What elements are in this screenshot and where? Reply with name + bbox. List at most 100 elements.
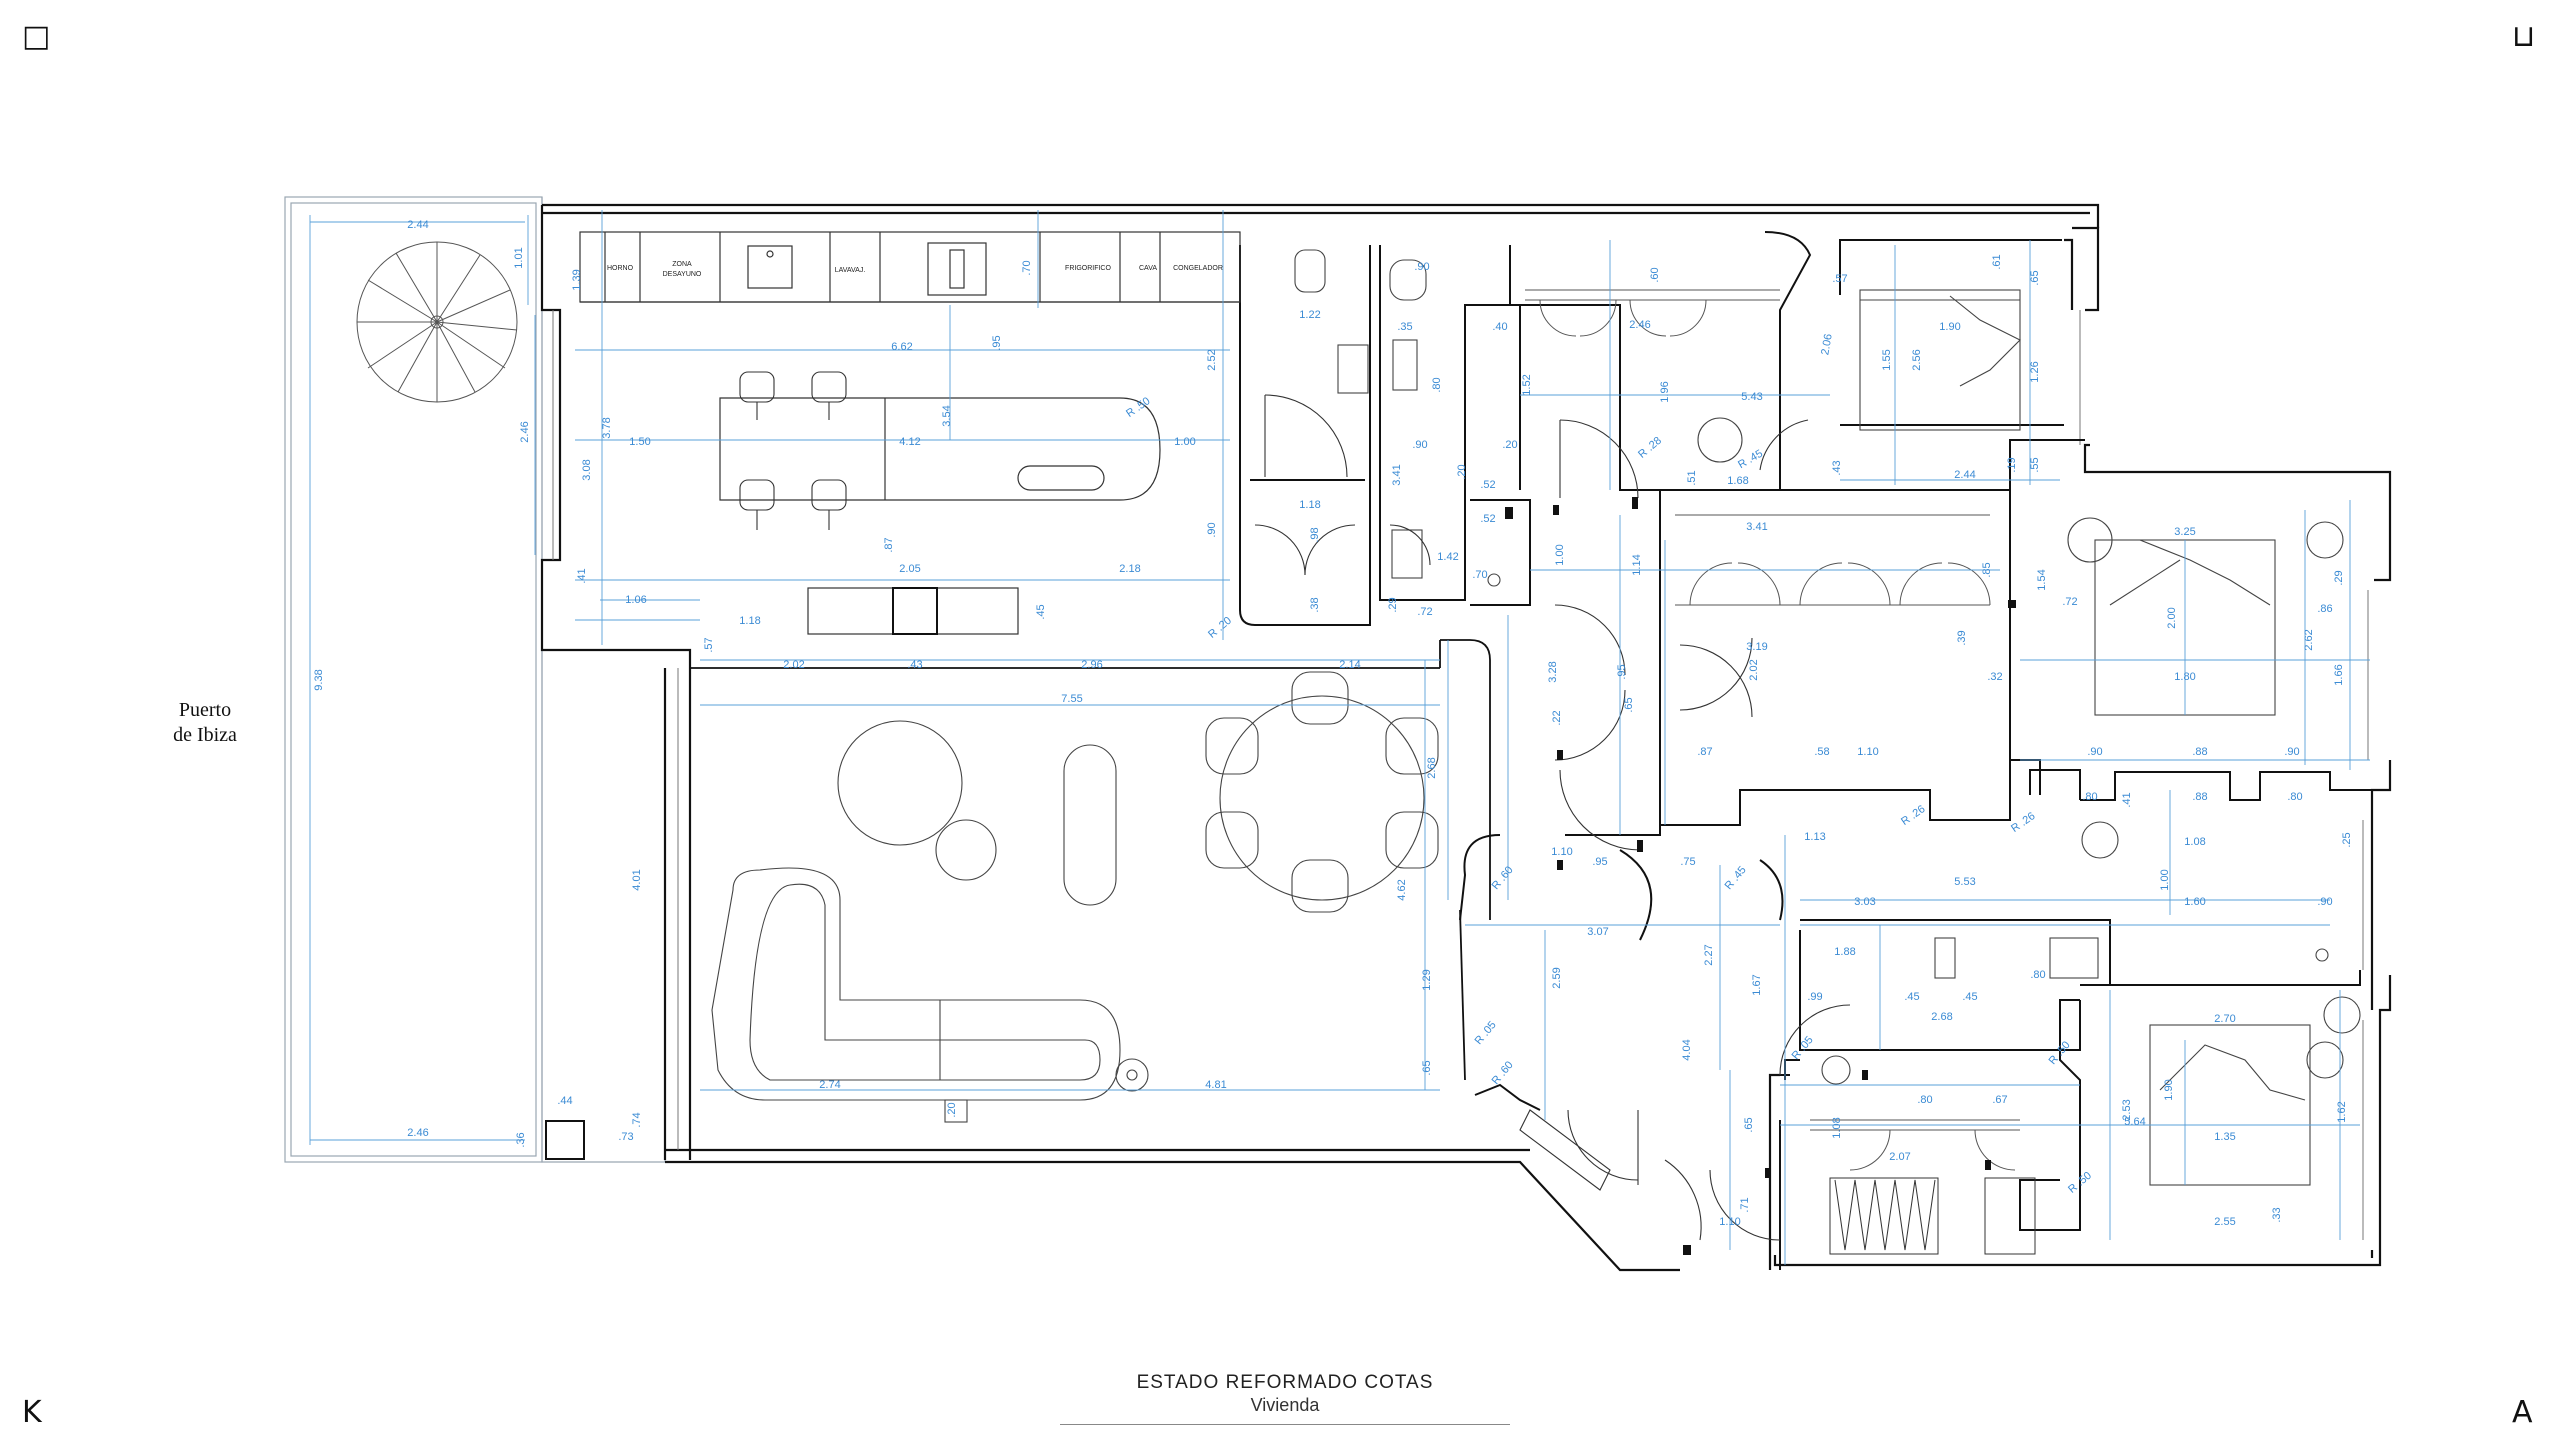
dim-label: 2.07	[1889, 1151, 1910, 1163]
bed-3	[2149, 1024, 2311, 1186]
dim-label: .51	[1686, 470, 1698, 485]
dim-label: .95	[1592, 856, 1607, 868]
dim-label: 1.62	[2336, 1101, 2348, 1122]
dim-label: .99	[1807, 991, 1822, 1003]
drawing-caption: ESTADO REFORMADO COTAS Vivienda	[1060, 1372, 1510, 1425]
dim-label: 1.14	[1631, 554, 1643, 575]
dim-label: .38	[1309, 597, 1321, 612]
dim-label: 1.10	[1551, 846, 1572, 858]
dim-label: 2.62	[2303, 629, 2315, 650]
dim-label: 1.96	[1659, 381, 1671, 402]
dim-label: 1.08	[1831, 1117, 1843, 1138]
dim-label: 1.10	[1719, 1216, 1740, 1228]
dim-label: 3.07	[1587, 926, 1608, 938]
dim-label: 1.42	[1437, 551, 1458, 563]
dim-label: 3.54	[941, 405, 953, 426]
dim-label: .41	[576, 568, 588, 583]
dim-label: .73	[618, 1131, 633, 1143]
dim-label: .80	[1917, 1094, 1932, 1106]
caption-rule	[1060, 1424, 1510, 1425]
dim-label: .90	[2284, 746, 2299, 758]
dim-label: .90	[1206, 522, 1218, 537]
doors	[1254, 394, 1851, 1241]
kitchen-island	[719, 397, 1161, 635]
dim-label: 1.80	[2174, 671, 2195, 683]
dim-label: 2.56	[1911, 349, 1923, 370]
dim-label: .98	[1309, 527, 1321, 542]
location-line-2: de Ibiza	[173, 724, 237, 746]
label-zona: ZONA	[672, 261, 692, 268]
dim-label: .90	[2087, 746, 2102, 758]
dim-label: .32	[1987, 671, 2002, 683]
wardrobe-hangers	[1829, 1177, 2036, 1255]
dim-label: .52	[1480, 513, 1495, 525]
dim-label: 6.62	[891, 341, 912, 353]
dim-label: .80	[1431, 377, 1443, 392]
corner-mark-bottom-right: A	[2512, 1395, 2533, 1430]
dim-label: .88	[2192, 746, 2207, 758]
dim-label: .70	[1021, 260, 1033, 275]
dim-label: .90	[1412, 439, 1427, 451]
label-cava: CAVA	[1139, 265, 1157, 272]
dim-label: .25	[2341, 832, 2353, 847]
dim-label: 1.18	[739, 615, 760, 627]
dim-label: .55	[2029, 457, 2041, 472]
door-stops	[1505, 497, 2016, 1255]
dim-label: .43	[1831, 460, 1843, 475]
dim-label: .87	[1697, 746, 1712, 758]
dimension-labels: 2.44 1.01 1.39 2.46 9.38 2.46 .44 .36 .7…	[313, 219, 2353, 1228]
dim-label: .86	[2317, 603, 2332, 615]
dim-label: 2.44	[1954, 469, 1975, 481]
dim-label: 3.41	[1746, 521, 1767, 533]
dim-label: 1.13	[1804, 831, 1825, 843]
kitchen-counter	[579, 231, 1241, 303]
dim-label: .65	[1421, 1060, 1433, 1075]
dim-label: R .05	[1473, 1019, 1499, 1047]
dim-label: 1.35	[2214, 1131, 2235, 1143]
dim-label: 1.52	[1521, 374, 1533, 395]
dim-label: 1.90	[2163, 1079, 2175, 1100]
dim-label: .70	[1472, 569, 1487, 581]
dim-label: .57	[703, 637, 715, 652]
dim-label: 2.05	[899, 563, 920, 575]
dim-label: 1.66	[2333, 664, 2345, 685]
dim-label: 2.55	[2214, 1216, 2235, 1228]
label-frigorifico: FRIGORIFICO	[1065, 265, 1111, 272]
terrace	[284, 196, 666, 1163]
wardrobes	[1525, 289, 2020, 1171]
dim-label: .65	[1623, 697, 1635, 712]
dim-label: 1.00	[2159, 869, 2171, 890]
dim-label: .29	[2333, 570, 2345, 585]
exterior-walls	[540, 203, 2392, 1272]
dim-label: R .50	[2047, 1039, 2073, 1067]
dim-label: 3.08	[581, 459, 593, 480]
dim-label: 5.43	[1741, 391, 1762, 403]
corner-mark-top-left: □	[22, 19, 51, 54]
living-room-furniture	[711, 720, 1149, 1123]
dim-label: .90	[1414, 261, 1429, 273]
dim-label: .80	[2082, 791, 2097, 803]
dim-label: 1.08	[2184, 836, 2205, 848]
dim-label: 3.41	[1391, 464, 1403, 485]
dim-label: .72	[1417, 606, 1432, 618]
dim-label: .35	[1397, 321, 1412, 333]
dim-label: .95	[1616, 664, 1628, 679]
dim-label: R .28	[1636, 435, 1664, 461]
dim-label: 1.22	[1299, 309, 1320, 321]
terrace-column	[545, 1120, 585, 1160]
dim-label: 3.78	[601, 417, 613, 438]
dim-label: 1.00	[1554, 544, 1566, 565]
dim-label: .95	[991, 335, 1003, 350]
dim-label: R .20	[1206, 615, 1234, 641]
dining-table	[1205, 671, 1439, 913]
dim-label: 2.06	[1819, 333, 1835, 356]
caption-subtitle: Vivienda	[1250, 1395, 1320, 1415]
dim-label: R .60	[1490, 864, 1516, 892]
corner-mark-bottom-left: K	[22, 1395, 42, 1430]
dim-label: .29	[1387, 597, 1399, 612]
dim-label: .33	[2271, 1207, 2283, 1222]
dim-label: 2.68	[1931, 1011, 1952, 1023]
label-desayuno: DESAYUNO	[663, 271, 702, 278]
kitchen-appliance-labels: HORNO ZONA DESAYUNO LAVAVAJ. FRIGORIFICO…	[607, 261, 1223, 278]
